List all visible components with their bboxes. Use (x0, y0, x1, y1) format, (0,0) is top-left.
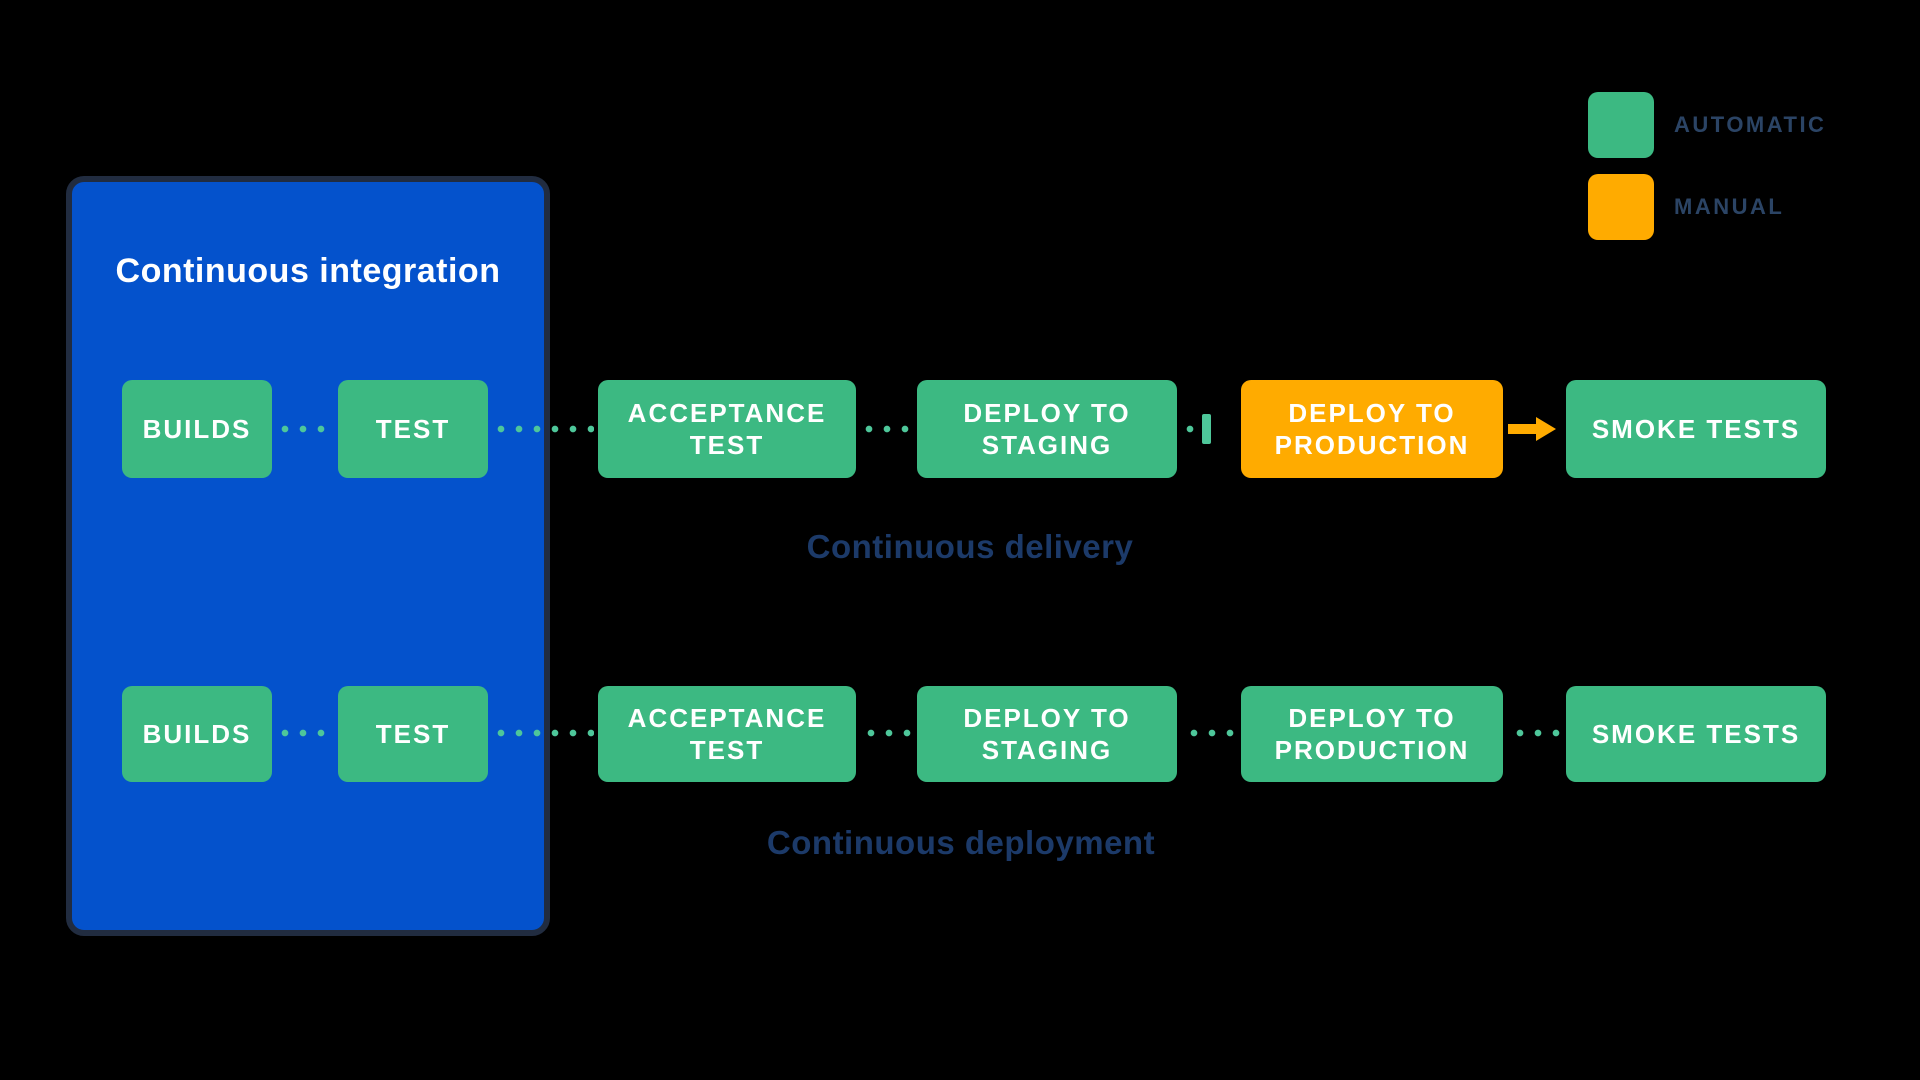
dotted-connector (276, 425, 334, 433)
dotted-connector (1511, 729, 1561, 737)
manual-arrow-icon (1508, 417, 1556, 441)
stage-test-deployment: TEST (338, 686, 488, 782)
arrow-head (1536, 417, 1556, 441)
continuous-delivery-caption: Continuous delivery (806, 528, 1134, 565)
stage-smoke-tests-delivery: SMOKE TESTS (1566, 380, 1826, 478)
dotted-connector (1185, 729, 1235, 737)
legend-item-automatic: AUTOMATIC (1588, 92, 1826, 158)
dotted-connector (492, 729, 594, 737)
stage-test-delivery: TEST (338, 380, 488, 478)
dotted-connector (492, 425, 594, 433)
stage-builds-delivery: BUILDS (122, 380, 272, 478)
stage-label: SMOKE TESTS (1591, 413, 1801, 444)
dotted-connector (1181, 425, 1199, 433)
stage-label: ACCEPTANCE TEST (627, 702, 827, 766)
stage-deploy-staging-delivery: DEPLOY TO STAGING (917, 380, 1177, 478)
continuous-deployment-caption: Continuous deployment (766, 824, 1156, 861)
stage-label: TEST (375, 718, 451, 749)
manual-swatch-icon (1588, 174, 1654, 240)
continuous-integration-title: Continuous integration (115, 252, 501, 290)
stage-builds-deployment: BUILDS (122, 686, 272, 782)
stage-label: DEPLOY TO STAGING (963, 397, 1131, 461)
automatic-swatch-icon (1588, 92, 1654, 158)
stage-deploy-production-deployment: DEPLOY TO PRODUCTION (1241, 686, 1503, 782)
continuous-integration-container (66, 176, 550, 936)
stage-smoke-tests-deployment: SMOKE TESTS (1566, 686, 1826, 782)
stage-label: DEPLOY TO STAGING (963, 702, 1131, 766)
legend-label: AUTOMATIC (1674, 112, 1827, 137)
stage-deploy-staging-deployment: DEPLOY TO STAGING (917, 686, 1177, 782)
stage-label: DEPLOY TO PRODUCTION (1274, 397, 1470, 461)
stage-acceptance-test-delivery: ACCEPTANCE TEST (598, 380, 856, 478)
legend-label: MANUAL (1674, 194, 1785, 219)
stage-acceptance-test-deployment: ACCEPTANCE TEST (598, 686, 856, 782)
dotted-connector (276, 729, 334, 737)
stage-label: BUILDS (142, 413, 252, 444)
stage-deploy-production-delivery: DEPLOY TO PRODUCTION (1241, 380, 1503, 478)
dotted-connector (860, 425, 914, 433)
stage-label: SMOKE TESTS (1591, 718, 1801, 749)
manual-gate-bar-icon (1202, 414, 1211, 444)
legend: AUTOMATIC MANUAL (1588, 92, 1826, 240)
legend-item-manual: MANUAL (1588, 174, 1826, 240)
stage-label: DEPLOY TO PRODUCTION (1274, 702, 1470, 766)
stage-label: TEST (375, 413, 451, 444)
stage-label: BUILDS (142, 718, 252, 749)
arrow-shaft (1508, 424, 1538, 434)
stage-label: ACCEPTANCE TEST (627, 397, 827, 461)
dotted-connector (862, 729, 914, 737)
